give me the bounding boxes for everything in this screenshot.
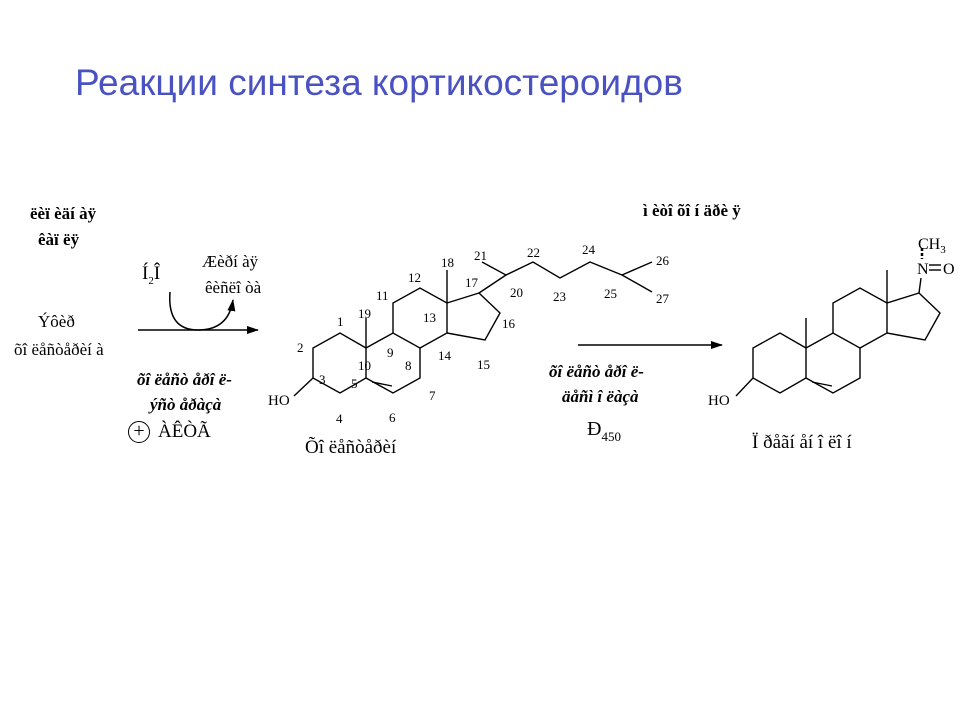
atom-number-13: 13 (423, 310, 436, 325)
ho-left: HO (268, 393, 290, 409)
atom-number-8: 8 (405, 358, 412, 373)
esterase-line1: õî ëåñò åðî ë- (137, 370, 232, 389)
water-cofactor: Í2Î (142, 263, 161, 287)
plus-circle-icon: + (128, 421, 150, 443)
atom-number-1: 1 (337, 314, 344, 329)
p450-label: Ð450 (587, 418, 621, 444)
pregnenolone-name: Ï ðåãí åí î ëî í (752, 432, 852, 453)
atom-number-12: 12 (408, 270, 421, 285)
atom-number-5: 5 (351, 376, 358, 391)
atom-number-11: 11 (376, 288, 389, 303)
atom-numbers: 1 2 3 4 5 6 7 8 9 10 11 12 13 14 15 16 1… (297, 242, 670, 426)
atom-number-27: 27 (656, 291, 670, 306)
atom-number-20: 20 (510, 285, 523, 300)
slide-title: Реакции синтеза кортикостероидов (75, 62, 683, 103)
atom-number-26: 26 (656, 253, 670, 268)
left-heading-line2: êàï ëÿ (38, 230, 80, 249)
atom-number-24: 24 (582, 242, 596, 257)
pregnenolone-structure (735, 270, 941, 397)
mitochondria-heading: ì èòî õî í äðè ÿ (643, 201, 741, 220)
atom-number-4: 4 (336, 411, 343, 426)
n-atom: N (917, 261, 929, 278)
esterase-line2: ýñò åðàçà (150, 395, 222, 414)
byproduct-line1: Æèðí àÿ (202, 252, 259, 271)
atom-number-15: 15 (477, 357, 490, 372)
desmolase-line1: õî ëåñò åðî ë- (549, 362, 644, 381)
atom-number-9: 9 (387, 345, 394, 360)
atom-number-18: 18 (441, 255, 454, 270)
cofactor-loop-arrow (169, 291, 236, 331)
atom-number-21: 21 (474, 248, 487, 263)
atom-number-10: 10 (358, 358, 371, 373)
ch3-label: CH3 (918, 236, 946, 256)
atom-number-3: 3 (319, 372, 326, 387)
acth-label: ÀÊÒÃ (158, 421, 211, 442)
atom-number-2: 2 (297, 340, 304, 355)
ester-label-line1: Ýôèð (38, 312, 75, 331)
atom-number-23: 23 (553, 289, 566, 304)
atom-number-14: 14 (438, 348, 452, 363)
cholesterol-name: Õî ëåñòåðèí (305, 437, 397, 458)
ester-label-line2: õî ëåñòåðèí à (14, 340, 104, 359)
atom-number-17: 17 (465, 275, 479, 290)
desmolase-line2: äåñì î ëàçà (562, 387, 639, 406)
atom-number-6: 6 (389, 410, 396, 425)
atom-number-25: 25 (604, 286, 617, 301)
atom-number-7: 7 (429, 388, 436, 403)
ho-right: HO (708, 393, 730, 409)
left-heading-line1: ëèï èäí àÿ (30, 204, 97, 223)
atom-number-19: 19 (358, 306, 371, 321)
atom-number-22: 22 (527, 245, 540, 260)
byproduct-line2: êèñëî òà (205, 278, 262, 297)
cholesterol-structure (293, 261, 653, 397)
atom-number-16: 16 (502, 316, 516, 331)
o-atom: O (943, 261, 955, 278)
